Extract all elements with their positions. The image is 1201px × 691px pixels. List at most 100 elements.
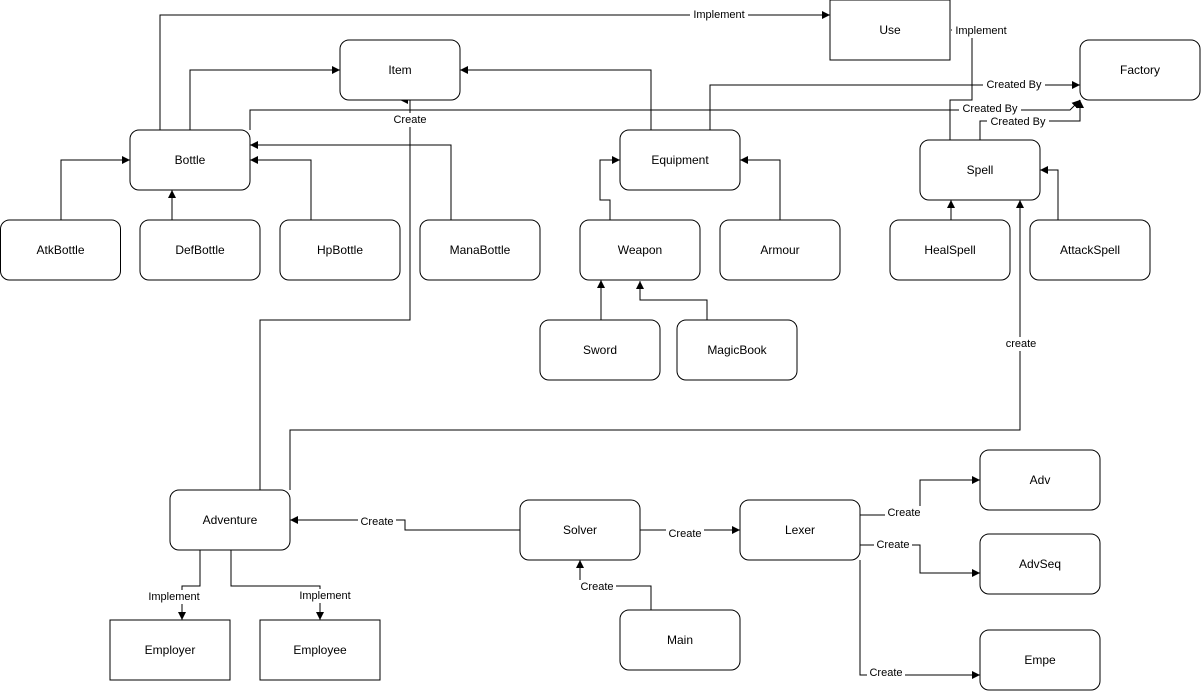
svg-text:Implement: Implement bbox=[299, 590, 350, 602]
svg-text:Employee: Employee bbox=[293, 643, 347, 657]
edge-lexer-empe bbox=[859, 560, 980, 679]
node-adv[interactable]: Adv bbox=[979, 449, 1101, 511]
node-healspell[interactable]: HealSpell bbox=[889, 219, 1011, 281]
edge-weapon-equipment bbox=[599, 156, 620, 220]
edge-solver-adventure bbox=[290, 516, 520, 531]
node-spell[interactable]: Spell bbox=[919, 139, 1041, 201]
svg-text:DefBottle: DefBottle bbox=[175, 243, 225, 257]
svg-text:MagicBook: MagicBook bbox=[707, 343, 767, 357]
edge-hpbottle-bottle bbox=[250, 156, 312, 220]
svg-text:Spell: Spell bbox=[967, 163, 994, 177]
edge-atkbottle-bottle bbox=[60, 156, 130, 220]
edge-label-spell-use: Implement bbox=[952, 24, 1010, 38]
svg-text:Create: Create bbox=[668, 528, 701, 540]
node-solver[interactable]: Solver bbox=[519, 499, 641, 561]
svg-text:Equipment: Equipment bbox=[651, 153, 709, 167]
node-equipment[interactable]: Equipment bbox=[619, 129, 741, 191]
svg-text:Item: Item bbox=[388, 63, 411, 77]
node-atkbottle[interactable]: AtkBottle bbox=[0, 219, 121, 281]
edge-adventure-spell bbox=[289, 200, 1024, 490]
svg-text:Created By: Created By bbox=[986, 79, 1042, 91]
svg-text:Adv: Adv bbox=[1030, 473, 1051, 487]
svg-text:Implement: Implement bbox=[148, 591, 199, 603]
edge-manabottle-bottle bbox=[250, 141, 452, 220]
svg-text:Create: Create bbox=[580, 581, 613, 593]
node-employee[interactable]: Employee bbox=[259, 619, 381, 681]
node-factory[interactable]: Factory bbox=[1079, 39, 1201, 101]
node-bottle[interactable]: Bottle bbox=[129, 129, 251, 191]
node-employer[interactable]: Employer bbox=[109, 619, 231, 681]
node-hpbottle[interactable]: HpBottle bbox=[279, 219, 401, 281]
svg-text:Weapon: Weapon bbox=[618, 243, 662, 257]
node-armour[interactable]: Armour bbox=[719, 219, 841, 281]
svg-text:AtkBottle: AtkBottle bbox=[36, 243, 84, 257]
edge-equipment-factory bbox=[709, 81, 1080, 130]
edge-label-adventure-employer: Implement bbox=[144, 590, 204, 604]
svg-text:Create: Create bbox=[876, 539, 909, 551]
edge-label-bottle-factory: Created By bbox=[959, 102, 1021, 116]
svg-text:Armour: Armour bbox=[760, 243, 799, 257]
svg-text:HpBottle: HpBottle bbox=[317, 243, 363, 257]
node-manabottle[interactable]: ManaBottle bbox=[419, 219, 541, 281]
node-lexer[interactable]: Lexer bbox=[739, 499, 861, 561]
svg-text:Use: Use bbox=[879, 23, 901, 37]
edge-bottle-item bbox=[189, 66, 340, 130]
edge-label-solver-lexer: Create bbox=[666, 527, 704, 541]
svg-text:Solver: Solver bbox=[563, 523, 597, 537]
svg-text:Create: Create bbox=[393, 114, 426, 126]
node-advseq[interactable]: AdvSeq bbox=[979, 533, 1101, 595]
node-item[interactable]: Item bbox=[339, 39, 461, 101]
node-magicbook[interactable]: MagicBook bbox=[676, 319, 798, 381]
edge-label-lexer-adv: Create bbox=[885, 506, 923, 520]
edge-bottle-use bbox=[159, 11, 830, 130]
svg-text:HealSpell: HealSpell bbox=[924, 243, 975, 257]
edge-label-spell-factory: Created By bbox=[987, 115, 1049, 129]
node-weapon[interactable]: Weapon bbox=[579, 219, 701, 281]
svg-text:Created By: Created By bbox=[962, 103, 1018, 115]
svg-text:Main: Main bbox=[667, 633, 693, 647]
svg-text:Adventure: Adventure bbox=[203, 513, 258, 527]
edge-armour-equipment bbox=[740, 156, 781, 220]
svg-text:Bottle: Bottle bbox=[175, 153, 206, 167]
edge-adventure-employer bbox=[178, 550, 201, 620]
svg-text:Employer: Employer bbox=[145, 643, 196, 657]
edge-bottle-factory bbox=[249, 99, 1081, 130]
svg-text:Factory: Factory bbox=[1120, 63, 1160, 77]
edge-adventure-employee bbox=[230, 550, 324, 620]
svg-text:ManaBottle: ManaBottle bbox=[450, 243, 511, 257]
node-attackspell[interactable]: AttackSpell bbox=[1029, 219, 1151, 281]
node-main[interactable]: Main bbox=[619, 609, 741, 671]
edge-label-bottle-use: Implement bbox=[690, 8, 748, 22]
edge-equipment-item bbox=[460, 66, 652, 130]
svg-text:create: create bbox=[1006, 338, 1037, 350]
edge-label-solver-adventure: Create bbox=[358, 515, 396, 529]
edge-labels: Implement Implement Create Created By Cr… bbox=[144, 8, 1049, 680]
edge-label-adventure-spell: create bbox=[1002, 337, 1040, 351]
edge-attackspell-spell bbox=[1040, 166, 1059, 220]
node-adventure[interactable]: Adventure bbox=[169, 489, 291, 551]
svg-text:AttackSpell: AttackSpell bbox=[1060, 243, 1120, 257]
svg-text:Lexer: Lexer bbox=[785, 523, 815, 537]
svg-text:Create: Create bbox=[360, 516, 393, 528]
edge-label-lexer-advseq: Create bbox=[874, 538, 912, 552]
edge-magicbook-weapon bbox=[636, 281, 708, 320]
node-sword[interactable]: Sword bbox=[539, 319, 661, 381]
edge-label-equipment-factory: Created By bbox=[983, 78, 1045, 92]
svg-text:Sword: Sword bbox=[583, 343, 617, 357]
edge-label-adventure-item: Create bbox=[391, 113, 429, 127]
edge-label-lexer-empe: Create bbox=[867, 666, 905, 680]
svg-text:Empe: Empe bbox=[1024, 653, 1056, 667]
svg-text:Implement: Implement bbox=[955, 25, 1006, 37]
edge-label-main-solver: Create bbox=[578, 580, 616, 594]
node-empe[interactable]: Empe bbox=[979, 629, 1101, 691]
svg-text:Create: Create bbox=[887, 507, 920, 519]
node-defbottle[interactable]: DefBottle bbox=[139, 219, 261, 281]
svg-text:Created By: Created By bbox=[990, 116, 1046, 128]
svg-text:AdvSeq: AdvSeq bbox=[1019, 557, 1061, 571]
svg-text:Create: Create bbox=[869, 667, 902, 679]
node-use[interactable]: Use bbox=[829, 0, 951, 61]
edge-adventure-item bbox=[259, 96, 411, 490]
edge-label-adventure-employee: Implement bbox=[295, 589, 355, 603]
